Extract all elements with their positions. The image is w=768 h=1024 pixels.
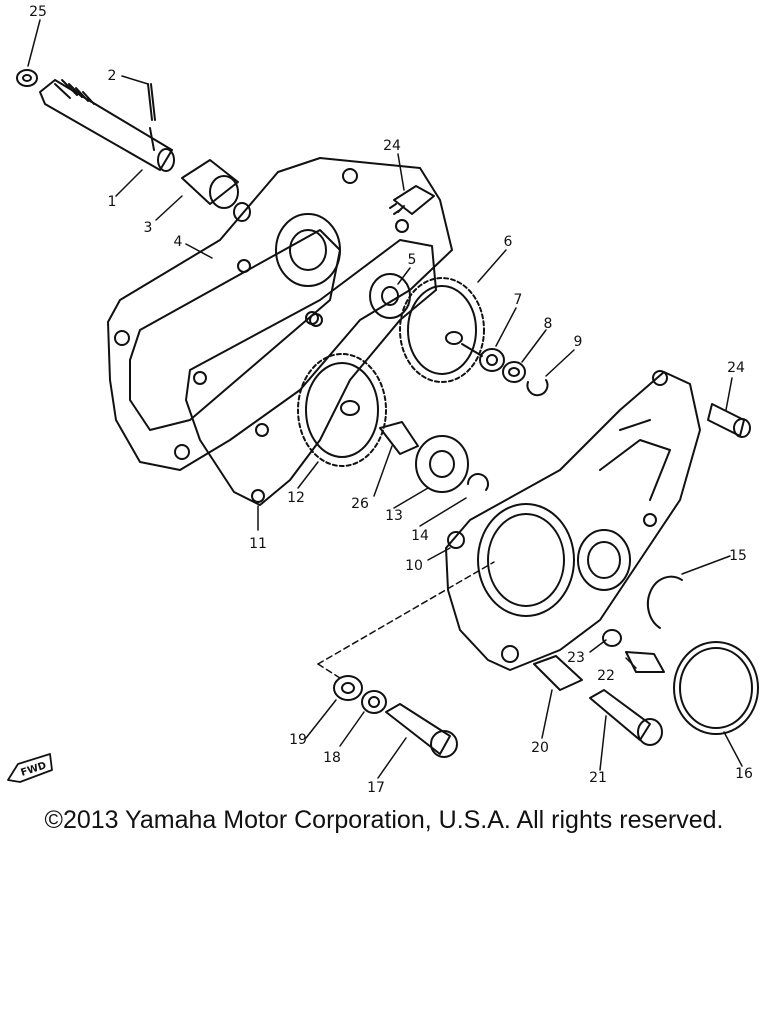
callout-12: 12 <box>287 490 305 506</box>
callout-21: 21 <box>589 770 607 786</box>
part-bolt-21 <box>589 689 663 746</box>
callout-20: 20 <box>531 740 549 756</box>
callout-13: 13 <box>385 508 403 524</box>
callout-1: 1 <box>108 194 117 210</box>
callout-24-upper: 24 <box>383 138 401 154</box>
callout-14: 14 <box>411 528 429 544</box>
callout-11: 11 <box>249 536 267 552</box>
part-washer-18 <box>361 690 387 714</box>
callout-5: 5 <box>408 252 417 268</box>
part-bolt-22 <box>625 651 665 673</box>
part-washer-7 <box>479 348 505 372</box>
part-bearing-13 <box>415 435 469 493</box>
callout-19: 19 <box>289 732 307 748</box>
callout-18: 18 <box>323 750 341 766</box>
callout-25: 25 <box>29 4 47 20</box>
part-gasket-11 <box>185 239 437 506</box>
callout-9: 9 <box>574 334 583 350</box>
callout-3: 3 <box>144 220 153 236</box>
callout-15: 15 <box>729 548 747 564</box>
callout-8: 8 <box>544 316 553 332</box>
callout-10: 10 <box>405 558 423 574</box>
callout-26: 26 <box>351 496 369 512</box>
part-cover-10 <box>445 370 701 671</box>
part-bolt-24-right <box>707 403 751 438</box>
part-washer-8 <box>502 361 526 383</box>
part-clip-9 <box>526 379 549 397</box>
part-clip-14 <box>467 473 489 491</box>
part-bolt-17 <box>385 703 458 758</box>
copyright-text: ©2013 Yamaha Motor Corporation, U.S.A. A… <box>44 806 724 834</box>
part-gear-12 <box>297 353 387 467</box>
callout-23: 23 <box>567 650 585 666</box>
part-washer-19 <box>333 675 363 701</box>
fwd-arrow-shape <box>7 753 53 783</box>
callout-2: 2 <box>108 68 117 84</box>
part-pin-26 <box>379 421 419 455</box>
callout-17: 17 <box>367 780 385 796</box>
part-bearing-5 <box>369 273 411 319</box>
part-shaft-1 <box>39 79 175 172</box>
part-bushing-3 <box>181 159 251 222</box>
callout-4: 4 <box>174 234 183 250</box>
part-pin-20 <box>533 655 583 691</box>
callout-16: 16 <box>735 766 753 782</box>
part-bolt-24-upper <box>389 185 435 215</box>
callout-6: 6 <box>504 234 513 250</box>
part-ring-15 <box>646 575 683 629</box>
part-o-ring-16 <box>673 641 759 735</box>
part-washer-23 <box>602 629 622 647</box>
exploded-parts-diagram: 25 2 1 3 4 24 5 6 7 8 9 24 12 26 13 14 1… <box>7 4 759 796</box>
part-washer-25 <box>16 69 38 87</box>
part-gear-6 <box>399 277 485 383</box>
callout-22: 22 <box>597 668 615 684</box>
part-pin-2 <box>147 83 156 121</box>
callout-7: 7 <box>514 292 523 308</box>
callout-24-right: 24 <box>727 360 745 376</box>
